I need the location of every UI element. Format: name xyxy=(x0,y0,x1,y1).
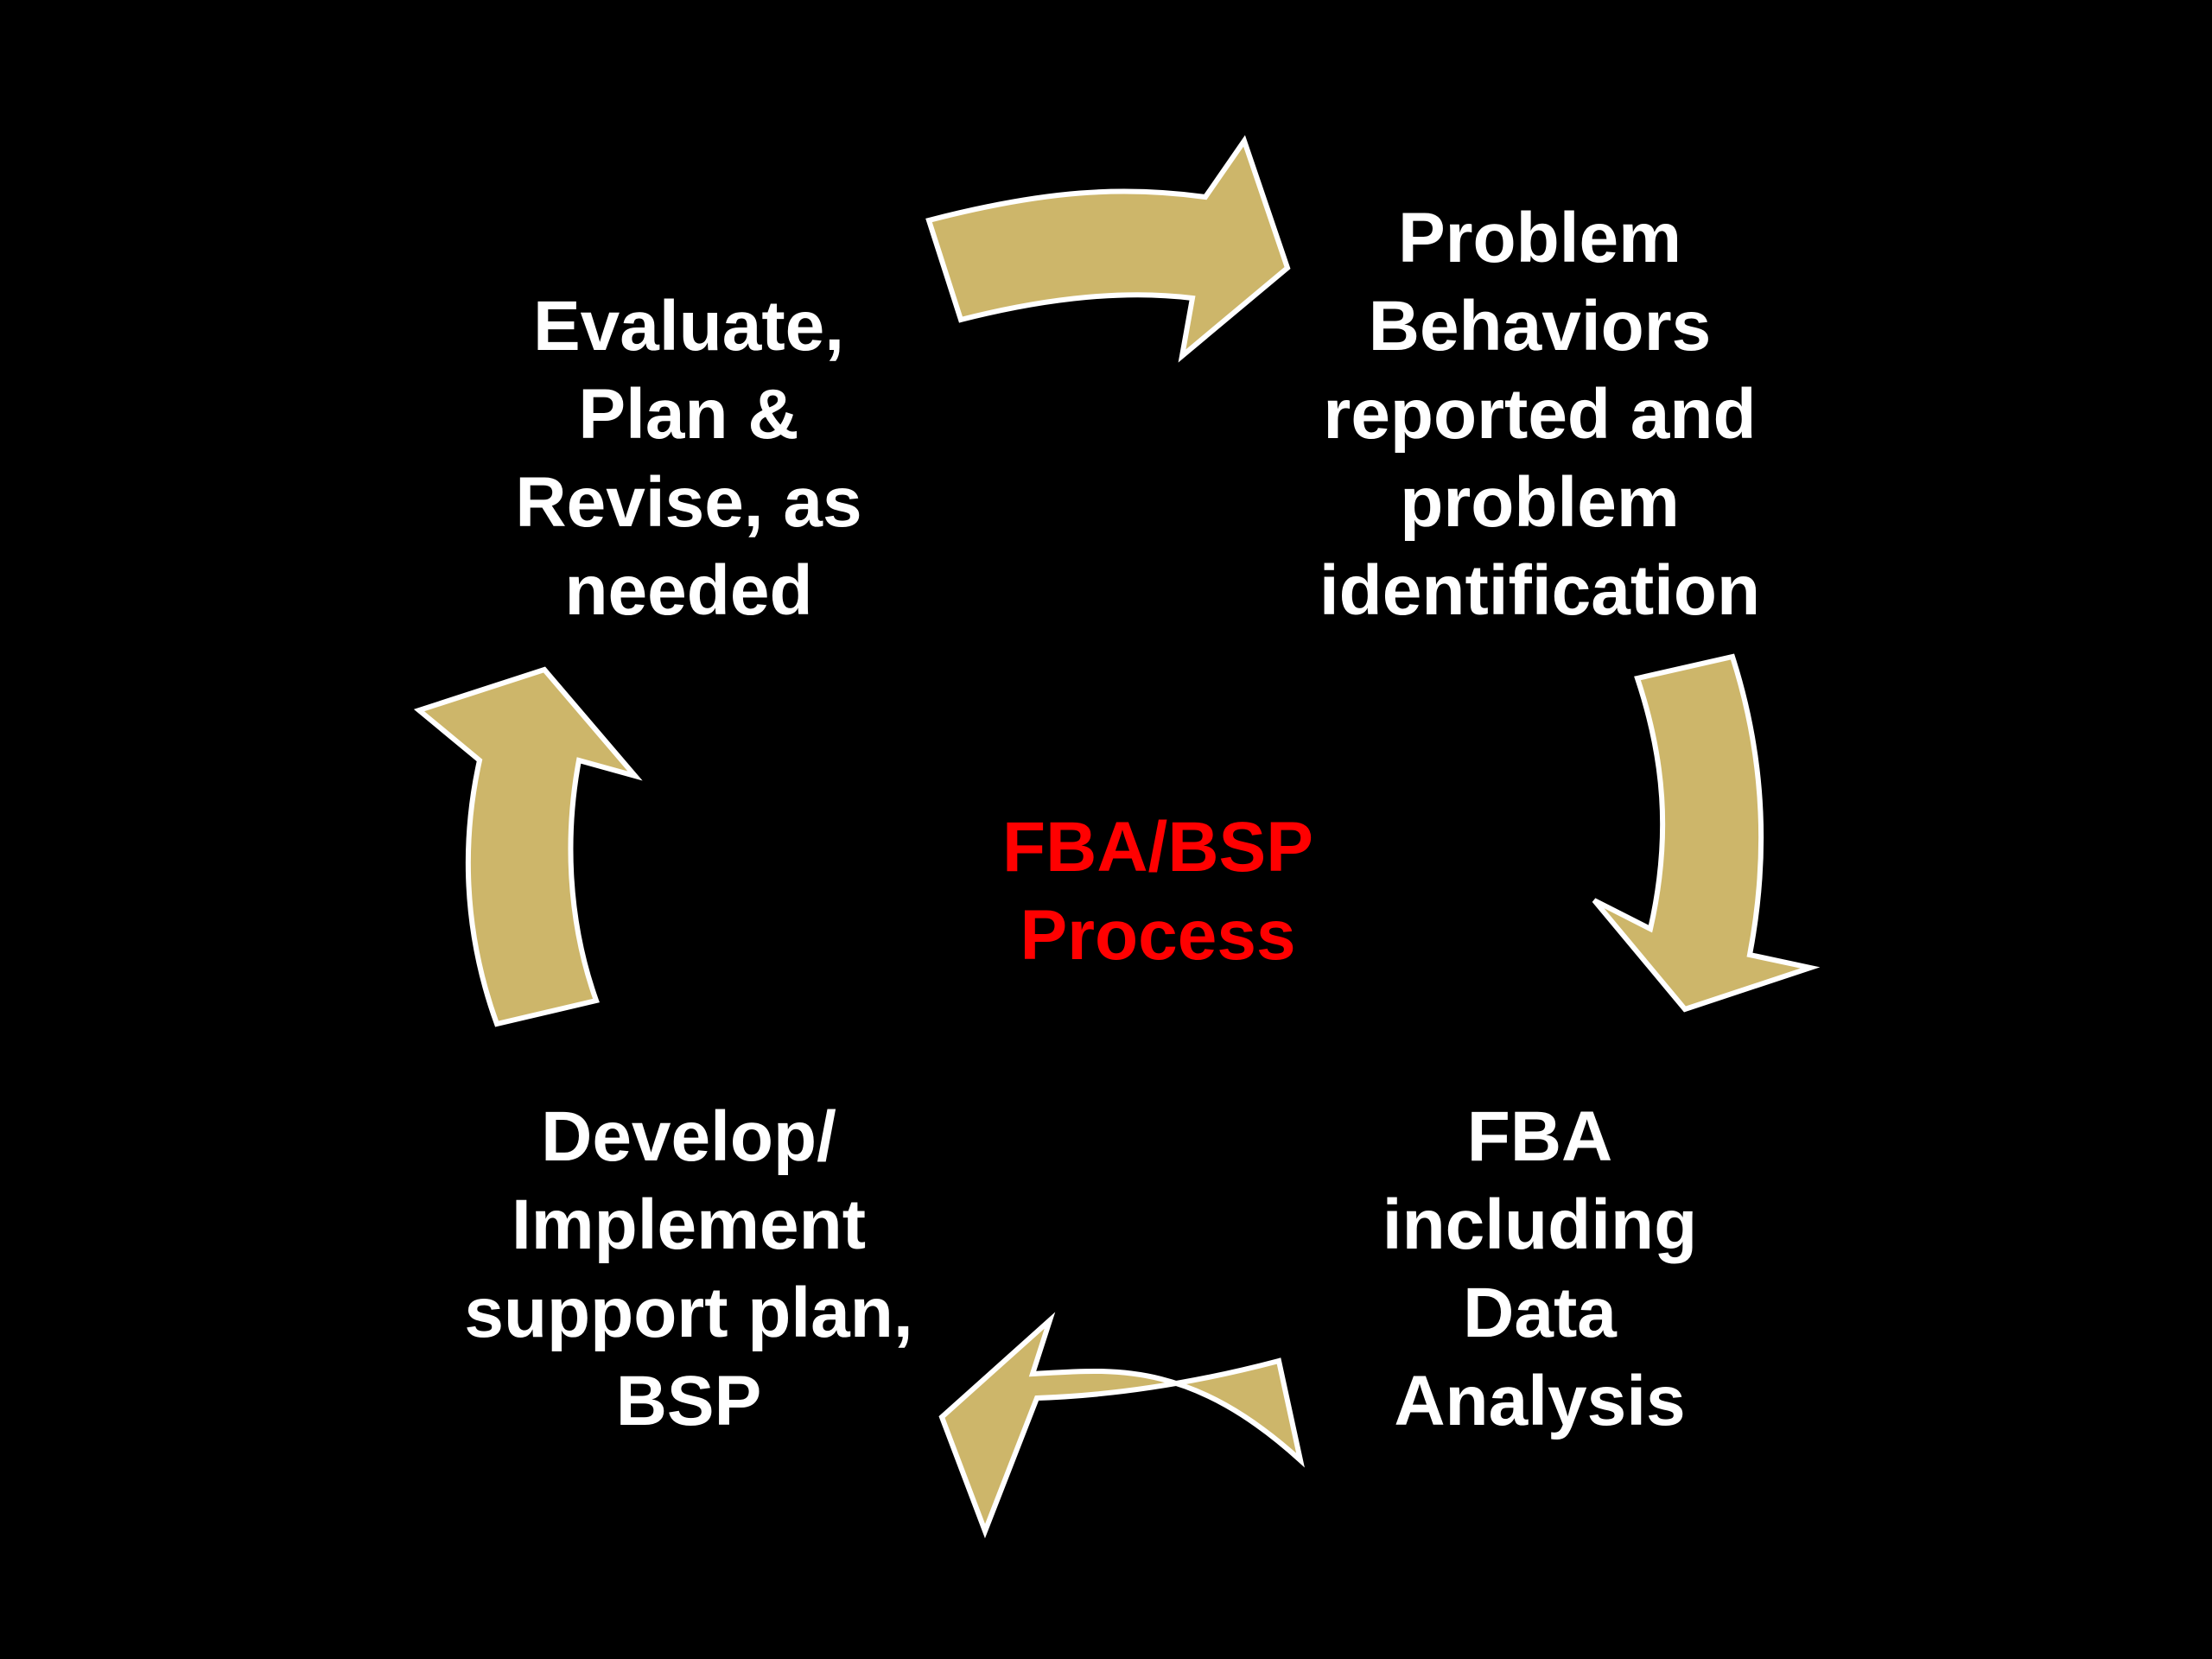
step-fba-data-analysis: FBA including Data Analysis xyxy=(1382,1097,1698,1440)
step-problem-identification: Problem Behaviors reported and problem i… xyxy=(1319,199,1761,630)
arrow-down xyxy=(1592,653,1821,1013)
step-develop-implement-bsp: Develop/ Implement support plan, BSP xyxy=(464,1097,913,1440)
arrow-left xyxy=(938,1312,1305,1539)
center-title: FBA/BSP Process xyxy=(1002,808,1313,975)
step-evaluate-plan-revise: Evaluate, Plan & Revise, as needed xyxy=(515,287,862,630)
arrow-right xyxy=(925,135,1291,363)
arrow-up xyxy=(413,666,643,1027)
